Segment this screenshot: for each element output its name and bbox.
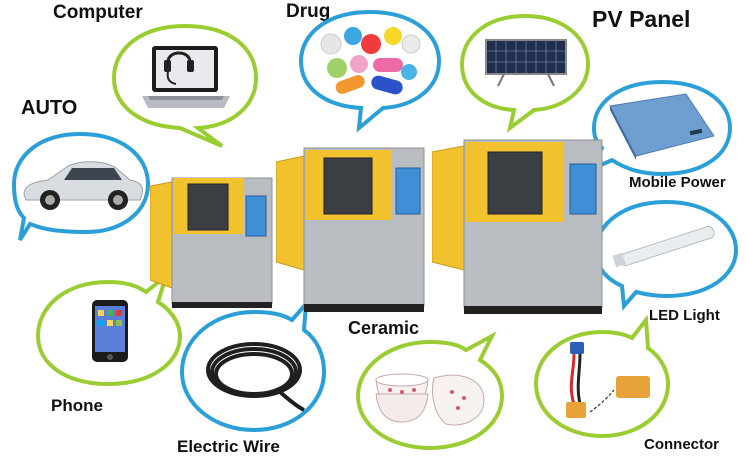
test-chamber-medium (276, 146, 426, 312)
test-chamber-small (150, 176, 274, 308)
phone-bubble (34, 270, 184, 388)
label-auto: AUTO (21, 97, 78, 119)
label-led-light: LED Light (649, 307, 720, 324)
label-pv-panel: PV Panel (592, 6, 691, 32)
label-mobile-power: Mobile Power (629, 174, 726, 191)
auto-bubble (10, 128, 152, 246)
label-electric-wire: Electric Wire (177, 437, 280, 456)
label-phone: Phone (51, 396, 103, 415)
computer-bubble (110, 18, 260, 148)
led-light-bubble (592, 198, 740, 311)
drug-bubble (297, 6, 443, 133)
label-drug: Drug (286, 1, 331, 22)
label-ceramic: Ceramic (348, 318, 420, 338)
connector-bubble (532, 314, 672, 439)
mobile-power-bubble (585, 78, 734, 178)
label-connector: Connector (644, 436, 719, 453)
test-chamber-large (432, 138, 604, 314)
electric-wire-bubble (178, 298, 328, 436)
pv-panel-bubble (458, 10, 592, 133)
label-computer: Computer (53, 2, 143, 23)
ceramic-bubble (354, 330, 506, 452)
